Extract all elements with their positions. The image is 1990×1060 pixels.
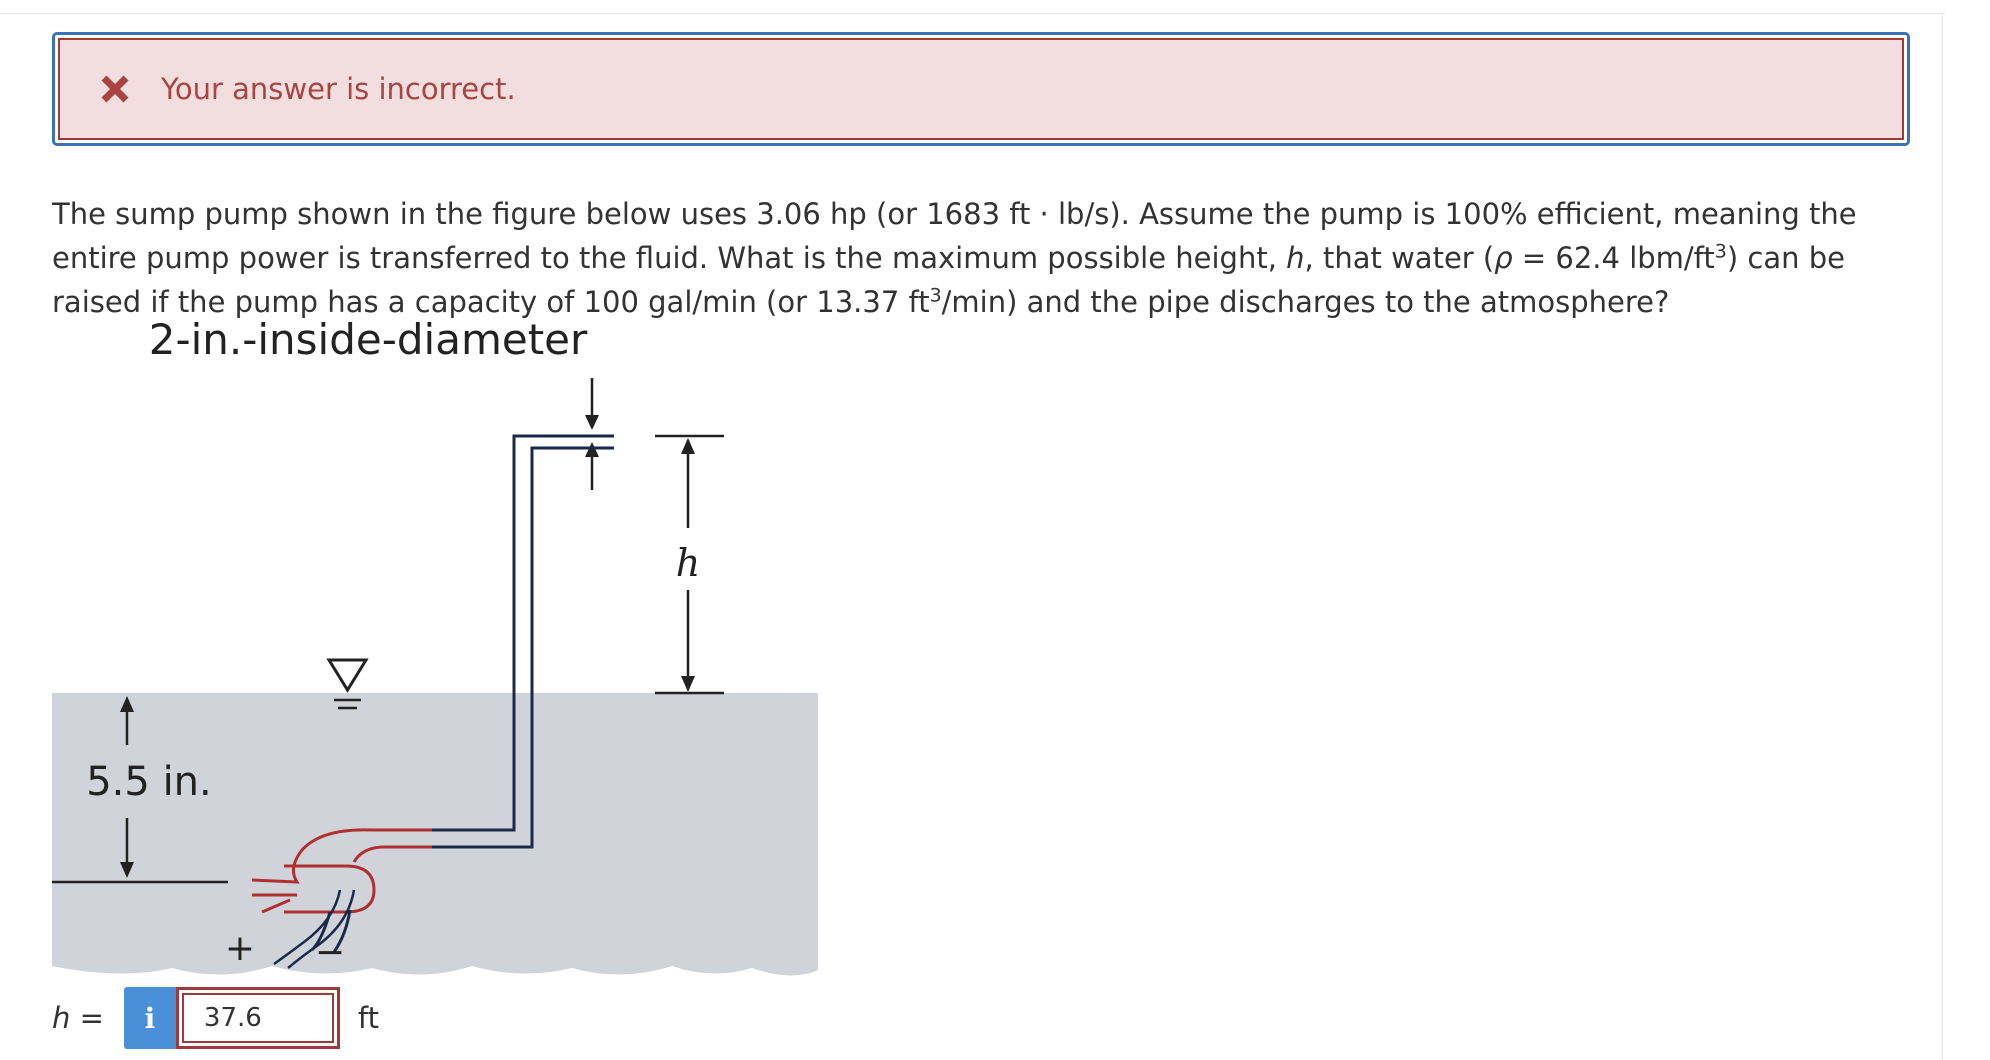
answer-label-var: h [52, 1001, 71, 1035]
minus-sign: − [315, 932, 345, 973]
question-part-3: = 62.4 lbm/ft [1512, 241, 1715, 275]
answer-value: 37.6 [203, 1003, 262, 1033]
info-glyph: i [144, 1001, 156, 1035]
answer-row: h = i 37.6 ft [52, 985, 379, 1051]
water-body [52, 693, 818, 976]
pump-housing-inner [352, 845, 432, 863]
pipe-outer-wall [432, 434, 614, 832]
h-label: h [676, 541, 700, 585]
question-part-4: ) can be raised if the pump has a capaci… [52, 241, 1845, 319]
free-surface-icon [326, 658, 369, 693]
feedback-banner-body: Your answer is incorrect. [58, 38, 1904, 140]
pump-impeller-casing [284, 864, 376, 914]
right-divider [1942, 13, 1943, 1060]
sump-pump-diagram: 2-in.-inside-diameter h [52, 320, 818, 976]
question-var-rho: ρ [1494, 241, 1513, 275]
depth-arrowhead-down [120, 862, 134, 878]
info-icon[interactable]: i [123, 987, 176, 1049]
answer-input-field[interactable]: 37.6 [181, 993, 334, 1043]
answer-label: h = [52, 1001, 104, 1035]
pipe-diameter-label: 2-in.-inside-diameter [149, 320, 588, 364]
diameter-arrowhead-top [585, 415, 599, 430]
pump-housing-top [251, 828, 432, 884]
depth-label: 5.5 in. [86, 759, 212, 805]
x-mark-icon [97, 71, 133, 107]
power-cable [273, 889, 356, 969]
h-arrowhead-down [681, 676, 695, 692]
answer-units: ft [357, 1001, 379, 1035]
depth-arrowhead-up [120, 696, 134, 712]
answer-input[interactable]: 37.6 [175, 987, 340, 1049]
question-part-5: /min) and the pipe discharges to the atm… [941, 285, 1670, 319]
question-part-1: The sump pump shown in the figure below … [52, 197, 1857, 275]
question-part-2: , that water ( [1304, 241, 1495, 275]
question-sup-1: 3 [1714, 240, 1727, 263]
top-divider [0, 13, 1945, 14]
feedback-message: Your answer is incorrect. [161, 72, 516, 106]
question-sup-2: 3 [929, 284, 942, 307]
answer-label-eq: = [70, 1001, 104, 1035]
sump-pump-figure: 2-in.-inside-diameter h [52, 320, 832, 982]
question-var-h: h [1286, 241, 1305, 275]
plus-sign: + [225, 928, 255, 969]
feedback-banner: Your answer is incorrect. [52, 32, 1910, 146]
pipe-inner-wall [432, 446, 614, 849]
question-text: The sump pump shown in the figure below … [52, 192, 1912, 324]
h-arrowhead-up [681, 438, 695, 454]
pump-inlet [252, 893, 297, 914]
